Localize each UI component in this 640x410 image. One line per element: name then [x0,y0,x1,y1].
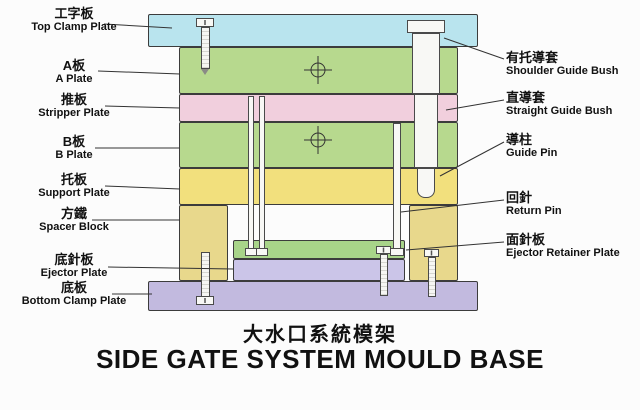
bottom-screw-shaft [201,252,210,297]
stripper-plate [179,94,458,122]
return-pin [393,123,401,249]
label-top-clamp-plate: 工字板 Top Clamp Plate [0,6,148,34]
label-zh: 面針板 [506,232,546,247]
label-ejector-plate: 底針板 Ejector Plate [0,252,148,280]
guide-pin [417,168,435,198]
label-ejector-retainer-plate: 面針板 Ejector Retainer Plate [506,232,640,260]
shoulder-guide-bush-body [412,33,440,94]
label-zh: A板 [62,58,86,73]
ejector-pin-2-head [256,248,268,256]
label-en: Guide Pin [506,147,558,159]
return-pin-head [390,248,404,256]
label-en: Shoulder Guide Bush [506,65,619,77]
label-zh: 底板 [60,280,87,295]
label-en: B Plate [55,149,93,161]
ejector-retainer-plate [233,240,405,259]
label-en: Spacer Block [39,221,109,233]
shoulder-guide-bush [407,20,445,33]
label-zh: 方鐵 [60,206,87,221]
ejector-pin-1 [248,96,254,249]
label-zh: 工字板 [54,6,94,21]
ejector-screw-shaft [380,254,388,296]
label-b-plate: B板 B Plate [0,134,148,162]
label-stripper-plate: 推板 Stripper Plate [0,92,148,120]
label-en: Straight Guide Bush [506,105,613,117]
diagram-title-chinese: 大水口系統模架 [243,324,397,346]
label-spacer-block: 方鐵 Spacer Block [0,206,148,234]
label-zh: 導柱 [506,132,533,147]
label-en: Stripper Plate [38,107,110,119]
label-en: Top Clamp Plate [31,21,117,33]
label-en: Ejector Plate [40,267,108,279]
label-en: Support Plate [38,187,110,199]
straight-guide-bush [414,94,438,168]
label-en: Bottom Clamp Plate [21,295,127,307]
label-zh: B板 [62,134,86,149]
label-zh: 有托導套 [506,50,559,65]
ejector-pin-2 [259,96,265,249]
diagram-title-english: SIDE GATE SYSTEM MOULD BASE [96,344,544,374]
label-en: Return Pin [506,205,562,217]
label-zh: 底針板 [54,252,94,267]
label-zh: 直導套 [506,90,546,105]
top-screw-head [196,18,214,27]
label-support-plate: 托板 Support Plate [0,172,148,200]
label-return-pin: 回針 Return Pin [506,190,640,218]
ejector-screw-head [376,246,391,254]
label-zh: 回針 [506,190,533,205]
top-screw-tip-icon [201,69,209,75]
label-straight-guide-bush: 直導套 Straight Guide Bush [506,90,640,118]
label-en: A Plate [55,73,93,85]
label-zh: 托板 [60,172,87,187]
label-bottom-clamp-plate: 底板 Bottom Clamp Plate [0,280,148,308]
support-screw-head [424,249,439,257]
label-en: Ejector Retainer Plate [506,247,620,259]
ejector-plate [233,259,405,281]
label-a-plate: A板 A Plate [0,58,148,86]
label-shoulder-guide-bush: 有托導套 Shoulder Guide Bush [506,50,640,78]
bottom-screw-head [196,296,214,305]
support-screw-shaft [428,257,436,297]
label-guide-pin: 導柱 Guide Pin [506,132,640,160]
support-plate [179,168,458,205]
label-zh: 推板 [60,92,87,107]
top-screw-shaft [201,27,210,69]
